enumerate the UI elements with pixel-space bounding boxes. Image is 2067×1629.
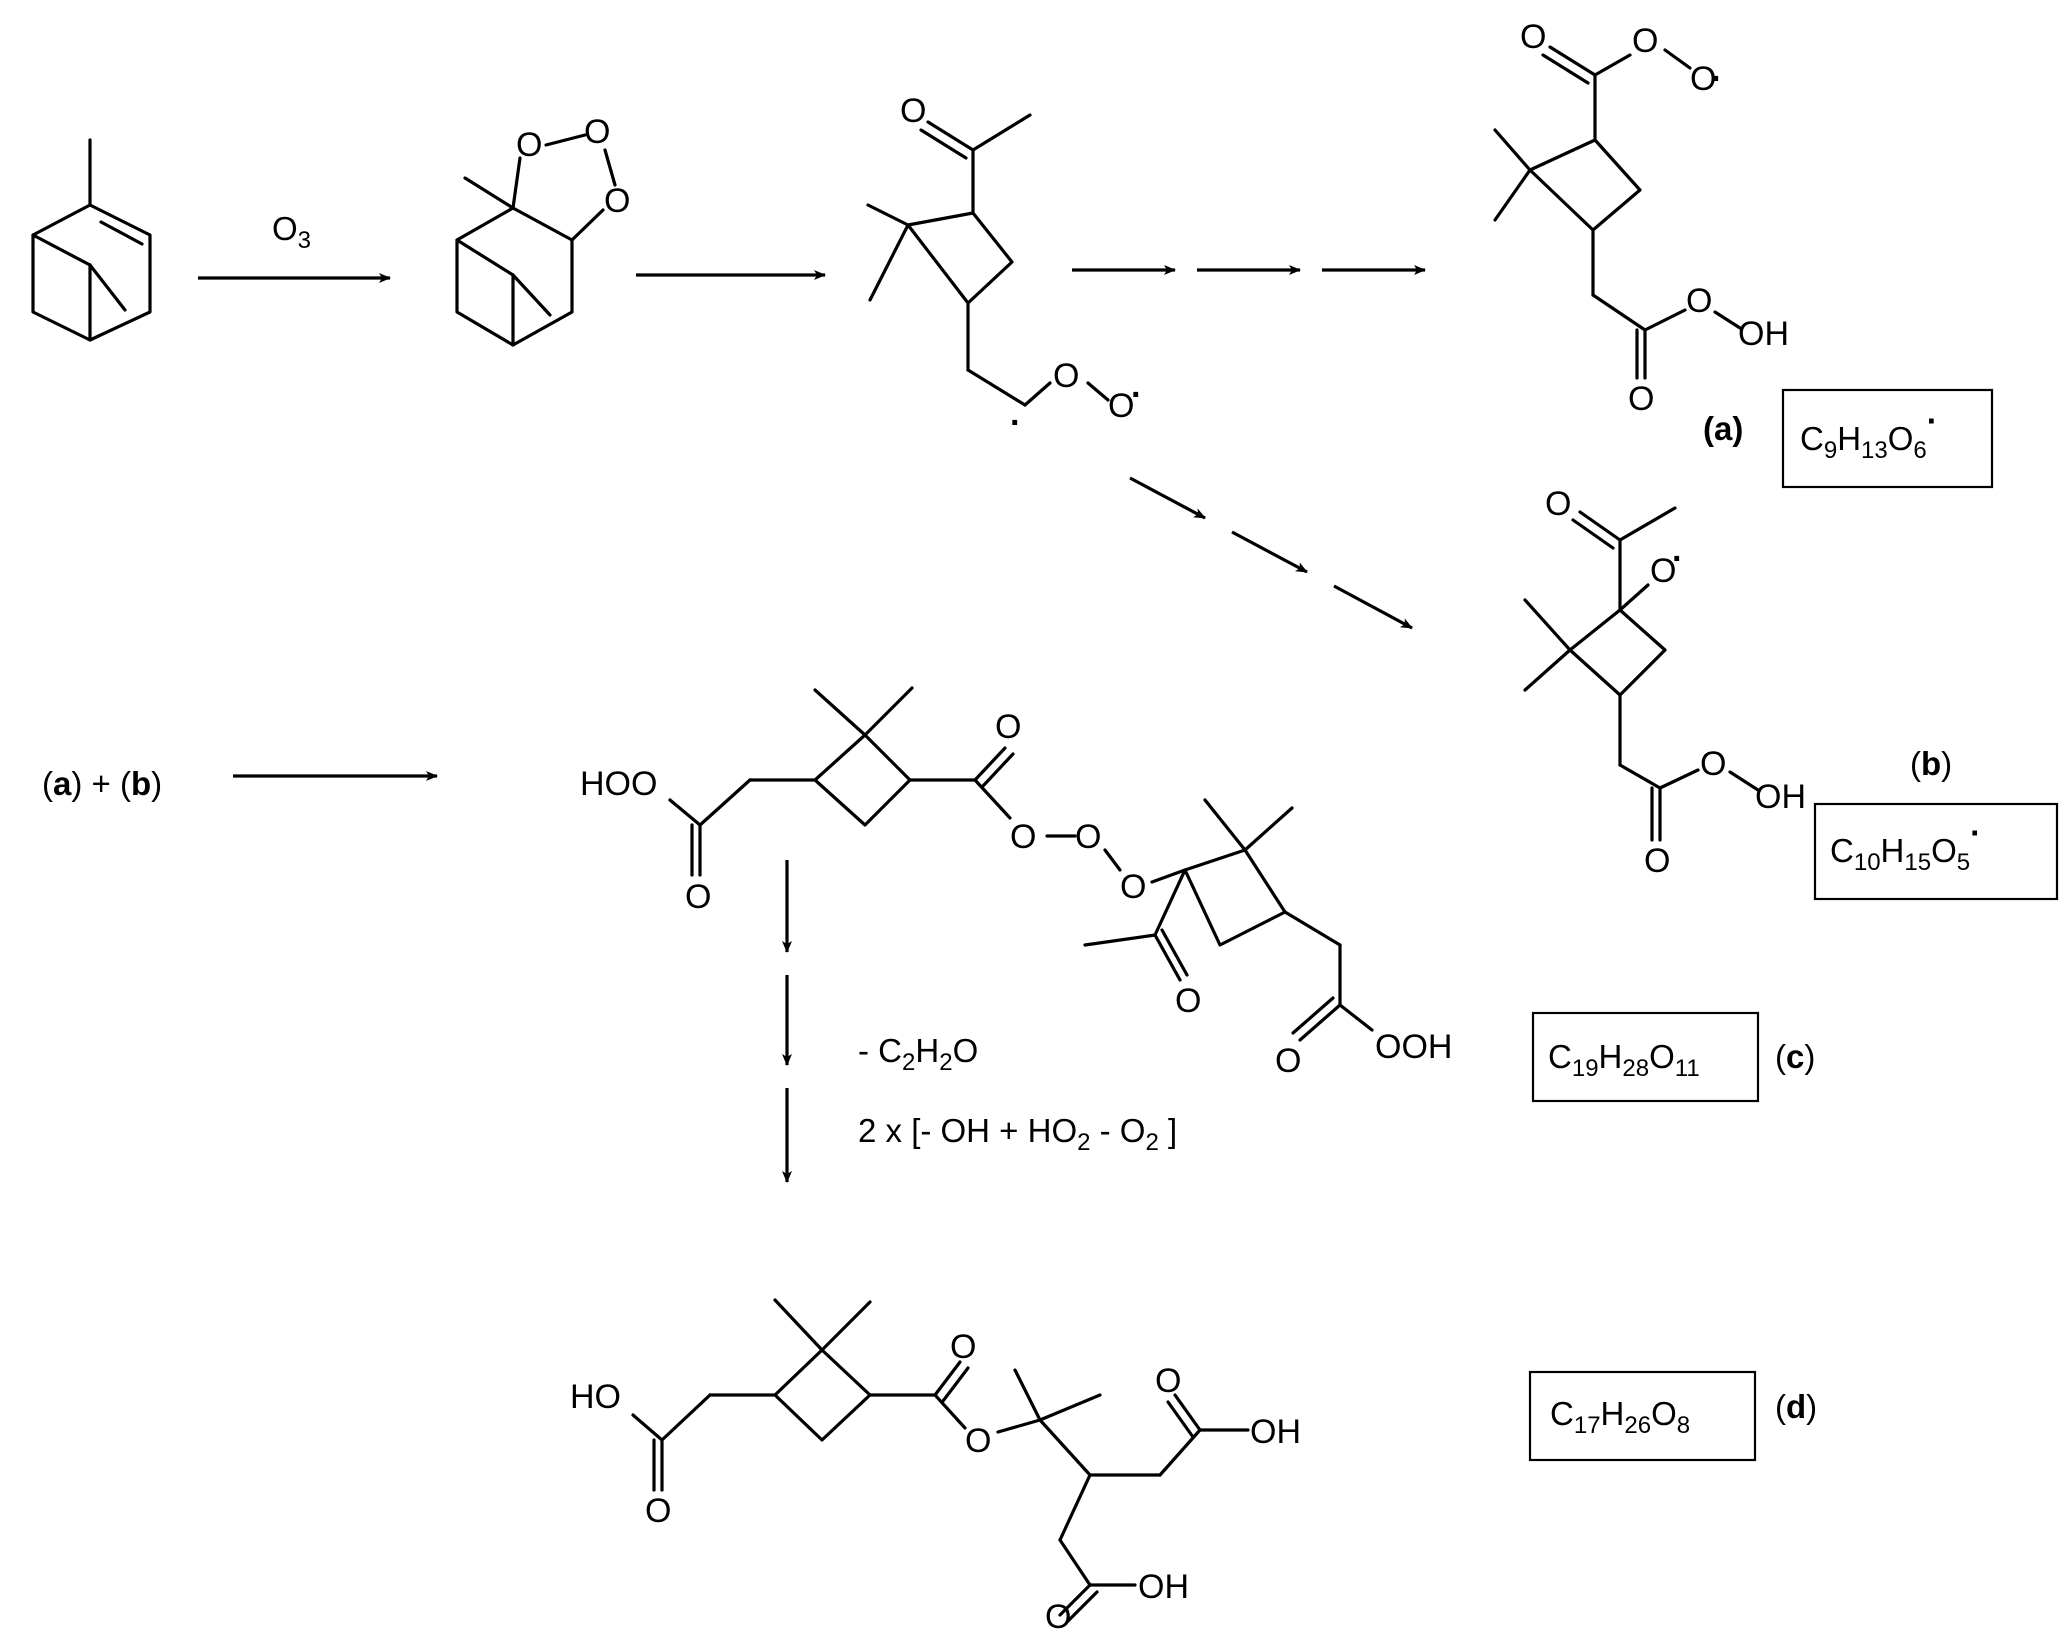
primary-ozonide-structure: O O O (455, 113, 630, 347)
svg-text:O: O (965, 1422, 991, 1460)
compound-a-structure: O O O · O OH O (1493, 18, 1789, 418)
combination-label: (a) + (b) (42, 765, 162, 802)
compound-a-label: (a) (1703, 410, 1743, 447)
compound-d-formula: C17H26O8 (1550, 1395, 1690, 1439)
svg-text:HO: HO (570, 1378, 621, 1416)
ozone-reagent: O3 (272, 210, 311, 254)
svg-text:O: O (1520, 18, 1546, 56)
loss-ketene-note: - C2H2O (858, 1032, 978, 1076)
svg-text:O: O (1175, 982, 1201, 1020)
svg-text:O: O (1632, 22, 1658, 60)
svg-text:O: O (1690, 60, 1716, 98)
svg-text:·: · (1711, 60, 1722, 98)
svg-text:OH: OH (1738, 315, 1789, 353)
svg-text:O: O (900, 92, 926, 130)
svg-text:O: O (1010, 818, 1036, 856)
radical-exchange-note: 2 x [- OH + HO2 - O2 ] (858, 1112, 1177, 1156)
alpha-pinene-structure (31, 138, 152, 342)
compound-c-formula: C19H28O11 (1548, 1038, 1700, 1082)
compound-c-label: (c) (1775, 1038, 1815, 1075)
svg-text:OH: OH (1250, 1413, 1301, 1451)
svg-text:O: O (1700, 745, 1726, 783)
svg-text:O: O (1686, 282, 1712, 320)
svg-text:O: O (1155, 1362, 1181, 1400)
svg-text:·: · (1010, 404, 1021, 442)
svg-text:O: O (1545, 485, 1571, 523)
svg-text:·: · (1672, 540, 1683, 578)
compound-b-formula-box (1813, 802, 2059, 901)
svg-text:O: O (1275, 1042, 1301, 1080)
compound-c-formula-box (1531, 1011, 1760, 1103)
compound-c-structure: HOO O O O O O O O OOH (580, 686, 1452, 1080)
compound-a-formula-box (1781, 388, 1994, 489)
svg-text:·: · (1131, 376, 1142, 414)
svg-text:O: O (1045, 1598, 1071, 1629)
svg-text:O: O (584, 113, 610, 151)
svg-text:O: O (995, 708, 1021, 746)
svg-text:O: O (1053, 357, 1079, 395)
svg-text:OOH: OOH (1375, 1028, 1452, 1066)
svg-text:O: O (685, 878, 711, 916)
svg-text:O: O (1644, 842, 1670, 880)
svg-text:OH: OH (1755, 778, 1806, 816)
svg-text:HOO: HOO (580, 765, 657, 803)
svg-text:O: O (516, 126, 542, 164)
multistep-arrows-to-b (1129, 476, 1413, 630)
compound-d-structure: HO O O O O OH O OH (570, 1298, 1301, 1629)
svg-text:O: O (1650, 552, 1676, 590)
svg-text:O: O (1108, 387, 1134, 425)
compound-b-structure: O O · O OH O (1523, 485, 1806, 880)
svg-text:O: O (645, 1492, 671, 1530)
compound-a-formula: C9H13O6· (1800, 402, 1938, 464)
svg-text:O: O (1075, 818, 1101, 856)
svg-text:O: O (950, 1328, 976, 1366)
svg-text:O: O (1120, 868, 1146, 906)
compound-b-formula: C10H15O5· (1830, 814, 1981, 876)
svg-text:O: O (604, 182, 630, 220)
compound-d-formula-box (1528, 1370, 1757, 1462)
svg-text:OH: OH (1138, 1568, 1189, 1606)
compound-b-label: (b) (1910, 745, 1952, 782)
compound-d-label: (d) (1775, 1388, 1817, 1425)
peroxy-radical-intermediate-structure: O O O · · (866, 92, 1142, 442)
svg-text:O: O (1628, 380, 1654, 418)
